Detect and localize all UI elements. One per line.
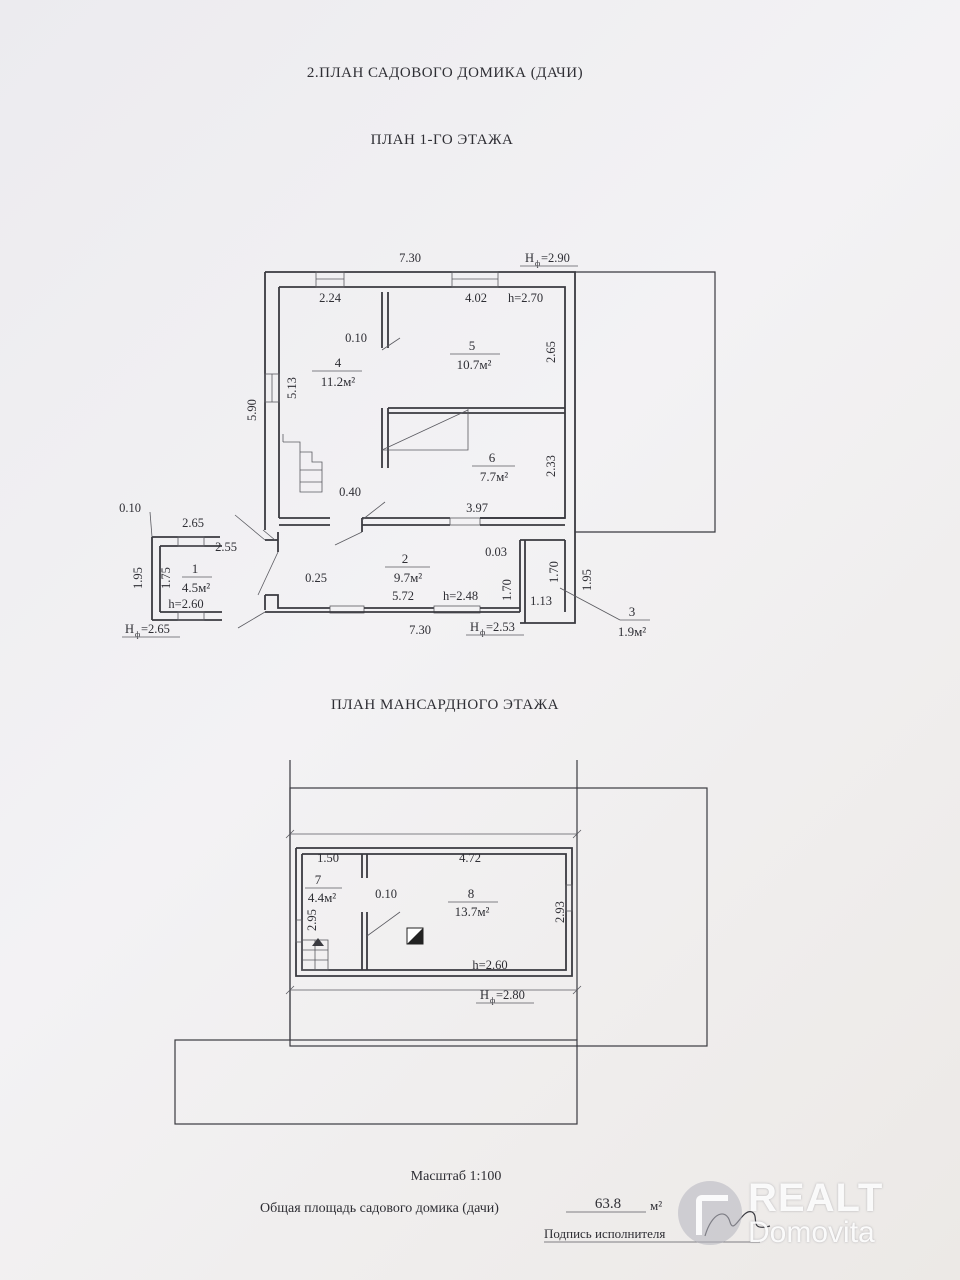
realt-domovita-watermark: REALT Domovita xyxy=(678,1168,948,1258)
dim-h-2-70: h=2.70 xyxy=(508,291,543,305)
h-top-value: =2.90 xyxy=(541,251,570,265)
dim-1-70-inner: 1.70 xyxy=(500,579,514,601)
dim-1-70-outer: 1.70 xyxy=(547,561,561,583)
dim-2-55: 2.55 xyxy=(215,540,237,554)
room-2-area: 9.7м² xyxy=(394,570,422,585)
dim-0-25: 0.25 xyxy=(305,571,327,585)
room-1-number: 1 xyxy=(192,561,199,576)
h-left-value: =2.65 xyxy=(141,622,170,636)
room-3-number: 3 xyxy=(629,604,636,619)
dim-4-72: 4.72 xyxy=(459,851,481,865)
scale-label: Масштаб 1:100 xyxy=(411,1169,502,1184)
dim-1-95-porch: 1.95 xyxy=(131,567,145,589)
room-8-number: 8 xyxy=(468,886,475,901)
h-attic-value: =2.80 xyxy=(496,988,525,1002)
signature-label: Подпись исполнителя xyxy=(544,1226,665,1241)
h-left-symbol: H xyxy=(125,622,134,636)
dim-5-72: 5.72 xyxy=(392,589,414,603)
dim-bottom-length: 7.30 xyxy=(409,623,431,637)
h-bottom-subscript: ф xyxy=(480,628,485,637)
h-bottom-symbol: H xyxy=(470,620,479,634)
watermark-line-2: Domovita xyxy=(748,1216,875,1249)
dim-2-95: 2.95 xyxy=(305,909,319,931)
dim-1-95-room3: 1.95 xyxy=(580,569,594,591)
dim-h-2-48: h=2.48 xyxy=(443,589,478,603)
dim-0-40: 0.40 xyxy=(339,485,361,499)
dim-5-13: 5.13 xyxy=(285,377,299,399)
dim-1-50: 1.50 xyxy=(317,851,339,865)
room-2-number: 2 xyxy=(402,551,409,566)
floor1-plan xyxy=(149,271,716,629)
dim-2-33: 2.33 xyxy=(544,455,558,477)
h-attic-subscript: ф xyxy=(490,996,495,1005)
room-8-area: 13.7м² xyxy=(455,904,490,919)
floor1-title: ПЛАН 1-ГО ЭТАЖА xyxy=(371,132,514,148)
room-4-number: 4 xyxy=(335,355,342,370)
room-5-area: 10.7м² xyxy=(457,357,492,372)
h-attic-symbol: H xyxy=(480,988,489,1002)
dim-2-93: 2.93 xyxy=(553,901,567,923)
h-top-subscript: ф xyxy=(535,259,540,268)
room-5-number: 5 xyxy=(469,338,476,353)
room-6-number: 6 xyxy=(489,450,496,465)
dim-0-03: 0.03 xyxy=(485,545,507,559)
room-7-number: 7 xyxy=(315,872,322,887)
dim-2-65-porch: 2.65 xyxy=(182,516,204,530)
dim-top-length: 7.30 xyxy=(399,251,421,265)
h-bottom-value: =2.53 xyxy=(486,620,515,634)
room-6-area: 7.7м² xyxy=(480,469,508,484)
main-title: 2.ПЛАН САДОВОГО ДОМИКА (ДАЧИ) xyxy=(307,65,583,81)
realt-logo-icon xyxy=(678,1181,742,1245)
total-area-value: 63.8 xyxy=(595,1196,621,1212)
room-4-area: 11.2м² xyxy=(321,374,355,389)
total-area-label: Общая площадь садового домика (дачи) xyxy=(260,1201,499,1216)
dim-0-10-porch: 0.10 xyxy=(119,501,141,515)
dim-0-10-attic: 0.10 xyxy=(375,887,397,901)
dim-4-02: 4.02 xyxy=(465,291,487,305)
dim-2-65-room5: 2.65 xyxy=(544,341,558,363)
room-1-area: 4.5м² xyxy=(182,580,210,595)
dim-0-10-floor1: 0.10 xyxy=(345,331,367,345)
attic-plan xyxy=(174,760,708,1125)
dim-1-75: 1.75 xyxy=(159,567,173,589)
dim-h-2-60-porch: h=2.60 xyxy=(168,597,203,611)
h-left-subscript: ф xyxy=(135,630,140,639)
dim-5-90: 5.90 xyxy=(245,399,259,421)
dim-h-2-60-attic: h=2.60 xyxy=(472,958,507,972)
watermark-line-1: REALT xyxy=(748,1176,884,1220)
room-3-area: 1.9м² xyxy=(618,624,646,639)
h-top-symbol: H xyxy=(525,251,534,265)
dim-1-13: 1.13 xyxy=(530,594,552,608)
total-area-unit: м² xyxy=(650,1198,662,1213)
dim-2-24: 2.24 xyxy=(319,291,342,305)
attic-title: ПЛАН МАНСАРДНОГО ЭТАЖА xyxy=(331,697,559,713)
room-7-area: 4.4м² xyxy=(308,890,336,905)
dim-3-97: 3.97 xyxy=(466,501,488,515)
